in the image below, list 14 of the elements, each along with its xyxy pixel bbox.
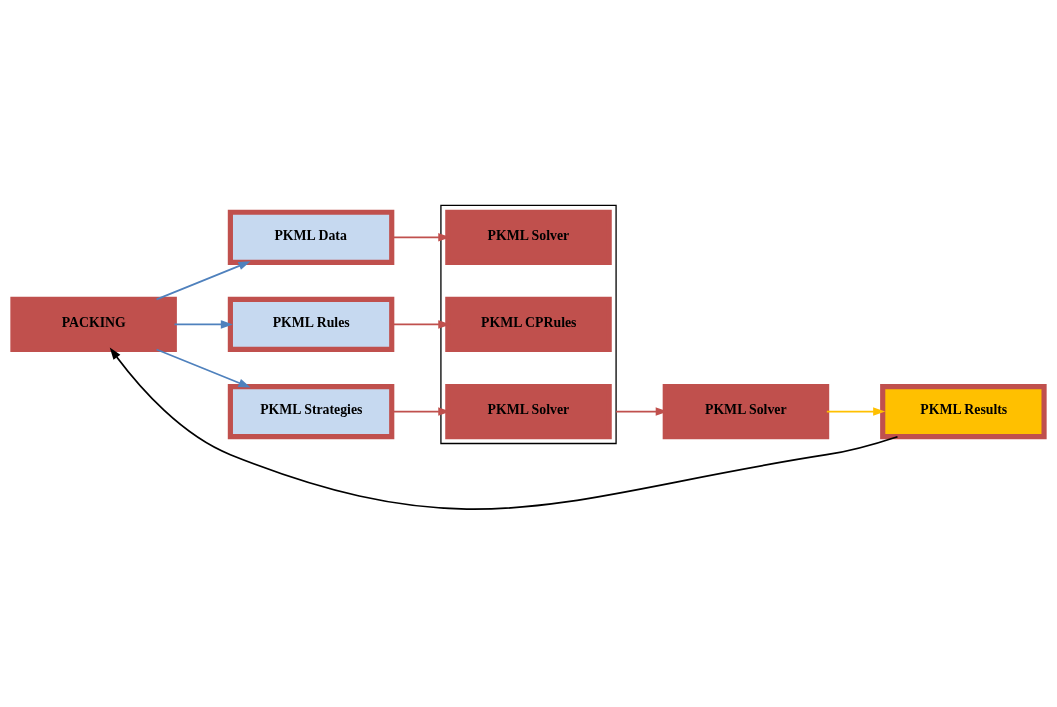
node-box: PKML Data <box>227 209 395 265</box>
node-box: PKML Solver <box>445 209 612 265</box>
node-box: PKML Results <box>880 383 1047 439</box>
arrow <box>173 319 233 329</box>
node-box: PACKING <box>10 296 177 352</box>
arrow <box>155 260 251 300</box>
node-box: PKML Solver <box>662 383 830 439</box>
arrow <box>109 347 899 510</box>
arrow <box>155 348 251 387</box>
node-box: PKML CPRules <box>445 296 612 352</box>
node-box: PKML Solver <box>445 383 612 439</box>
arrow <box>825 406 886 416</box>
node-box: PKML Rules <box>227 296 395 352</box>
node-box: PKML Strategies <box>227 383 395 439</box>
